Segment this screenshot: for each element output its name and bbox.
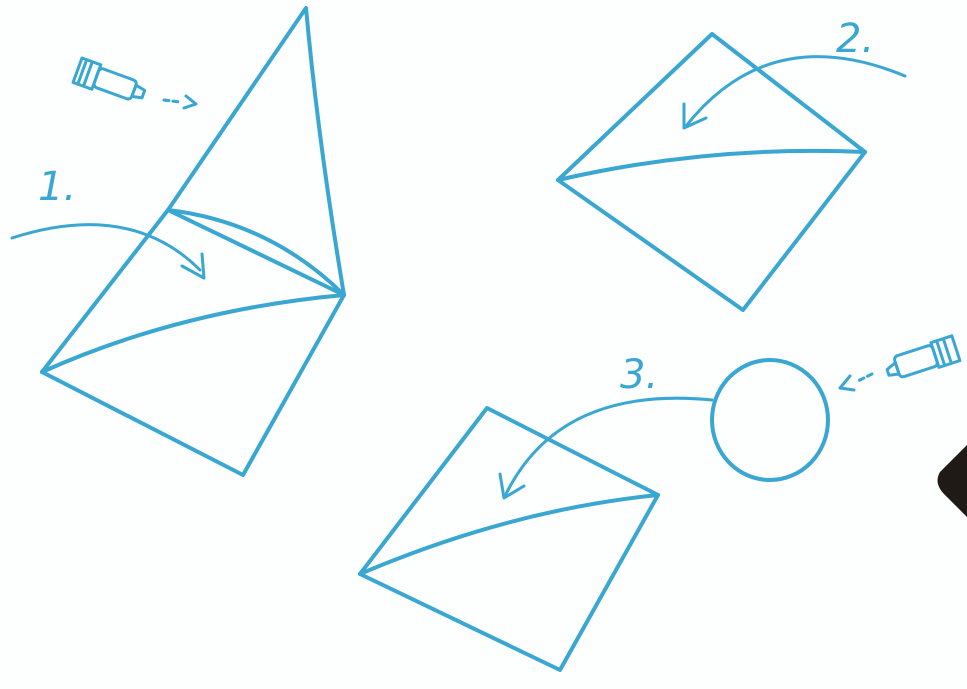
dark-corner-shape — [938, 445, 967, 517]
step-1-arrow — [12, 225, 200, 270]
glue-tube-icon — [73, 58, 148, 106]
step-3-arrowhead — [500, 474, 524, 498]
step-1-crease — [42, 295, 344, 372]
step-2-crease — [558, 151, 865, 180]
step-1-glue-pointer-head — [184, 96, 196, 108]
step-1-group: 1. — [12, 8, 344, 475]
step-2-label: 2. — [836, 16, 874, 62]
step-3-circle — [712, 360, 828, 480]
step-3-label: 3. — [620, 352, 658, 398]
step-1-square — [42, 210, 344, 475]
step-2-arrow — [686, 57, 905, 126]
glue-tube-icon — [883, 336, 960, 383]
step-3-crease — [360, 495, 658, 574]
step-1-label: 1. — [38, 164, 76, 210]
step-3-square — [360, 408, 658, 670]
step-1-glue-pointer — [164, 100, 180, 102]
step-3-glue-pointer — [856, 374, 872, 382]
step-3-arrow — [506, 398, 712, 494]
step-2-group: 2. — [558, 16, 905, 310]
step-3-group: 3. — [360, 336, 960, 670]
step-3-glue-pointer-head — [840, 376, 854, 390]
